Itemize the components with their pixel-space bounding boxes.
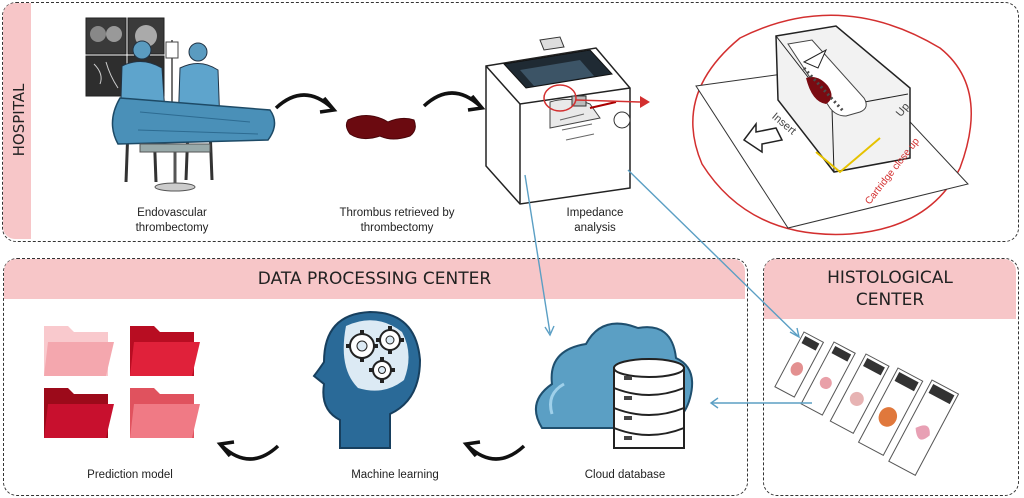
flow-arrow-2 bbox=[422, 91, 486, 112]
gear-icon bbox=[346, 330, 378, 362]
slide-icon bbox=[888, 379, 960, 476]
flow-arrow-4 bbox=[462, 440, 526, 461]
cloud-database-caption: Cloud database bbox=[584, 469, 666, 481]
cloud-database-illustration bbox=[534, 322, 694, 449]
gear-icon bbox=[369, 357, 395, 383]
slide-icon bbox=[829, 353, 890, 434]
flow-arrow-3 bbox=[216, 440, 280, 461]
histological-title: HISTOLOGICAL CENTER bbox=[764, 267, 1016, 311]
surgeon-head-1 bbox=[132, 40, 152, 60]
closeup-outline bbox=[692, 14, 972, 236]
surgeon-head-2 bbox=[188, 42, 208, 62]
machine-learning-illustration bbox=[312, 310, 422, 449]
histological-title-line-1: HISTOLOGICAL bbox=[827, 268, 953, 288]
impedance-caption: Impedance analysis bbox=[540, 206, 650, 236]
slide-icon bbox=[774, 331, 825, 398]
data-processing-title-band bbox=[4, 259, 745, 299]
gear-icon bbox=[376, 326, 404, 354]
histological-panel: HISTOLOGICAL CENTER bbox=[763, 258, 1019, 496]
histology-slides-illustration bbox=[774, 331, 960, 476]
endovascular-caption-line-1: Endovascular bbox=[137, 207, 207, 219]
cartridge-closeup-illustration bbox=[692, 14, 972, 236]
data-processing-panel: DATA PROCESSING CENTER bbox=[3, 258, 748, 496]
patient-drape bbox=[111, 97, 276, 145]
endovascular-caption: Endovascular thrombectomy bbox=[112, 206, 232, 236]
impedance-caption-line-1: Impedance bbox=[566, 207, 624, 219]
folder-icon bbox=[130, 388, 200, 438]
endovascular-illustration bbox=[85, 17, 276, 192]
machine-learning-caption: Machine learning bbox=[351, 469, 439, 481]
impedance-caption-line-2: analysis bbox=[574, 222, 616, 234]
histological-title-band bbox=[764, 259, 1016, 319]
slide-icon bbox=[800, 341, 856, 416]
prediction-caption: Prediction model bbox=[87, 469, 173, 481]
flow-arrow-1 bbox=[274, 93, 338, 114]
histological-title-line-2: CENTER bbox=[855, 290, 925, 310]
folder-icon bbox=[44, 326, 114, 376]
insert-arrow bbox=[742, 121, 784, 154]
thrombus-caption: Thrombus retrieved by thrombectomy bbox=[322, 206, 472, 236]
endovascular-caption-line-2: thrombectomy bbox=[135, 222, 209, 234]
slide-icon bbox=[857, 367, 924, 456]
thrombus-in-cartridge bbox=[806, 77, 832, 104]
prediction-folders-illustration bbox=[44, 326, 200, 438]
database-icon bbox=[613, 358, 685, 449]
connector-impedance-to-histology bbox=[627, 169, 799, 337]
thrombus-illustration bbox=[345, 115, 416, 140]
thrombus-caption-line-1: Thrombus retrieved by bbox=[339, 207, 455, 219]
cartridge-highlight bbox=[543, 84, 577, 112]
data-processing-title: DATA PROCESSING CENTER bbox=[257, 269, 492, 289]
connector-impedance-to-cloud bbox=[524, 174, 551, 334]
thrombus-caption-line-2: thrombectomy bbox=[360, 222, 434, 234]
folder-icon bbox=[130, 326, 200, 376]
folder-icon bbox=[44, 388, 114, 438]
hospital-panel: HOSPITAL bbox=[2, 2, 1019, 242]
up-guide bbox=[815, 137, 881, 174]
hospital-label-band bbox=[3, 3, 31, 239]
impedance-device-illustration bbox=[485, 36, 650, 205]
